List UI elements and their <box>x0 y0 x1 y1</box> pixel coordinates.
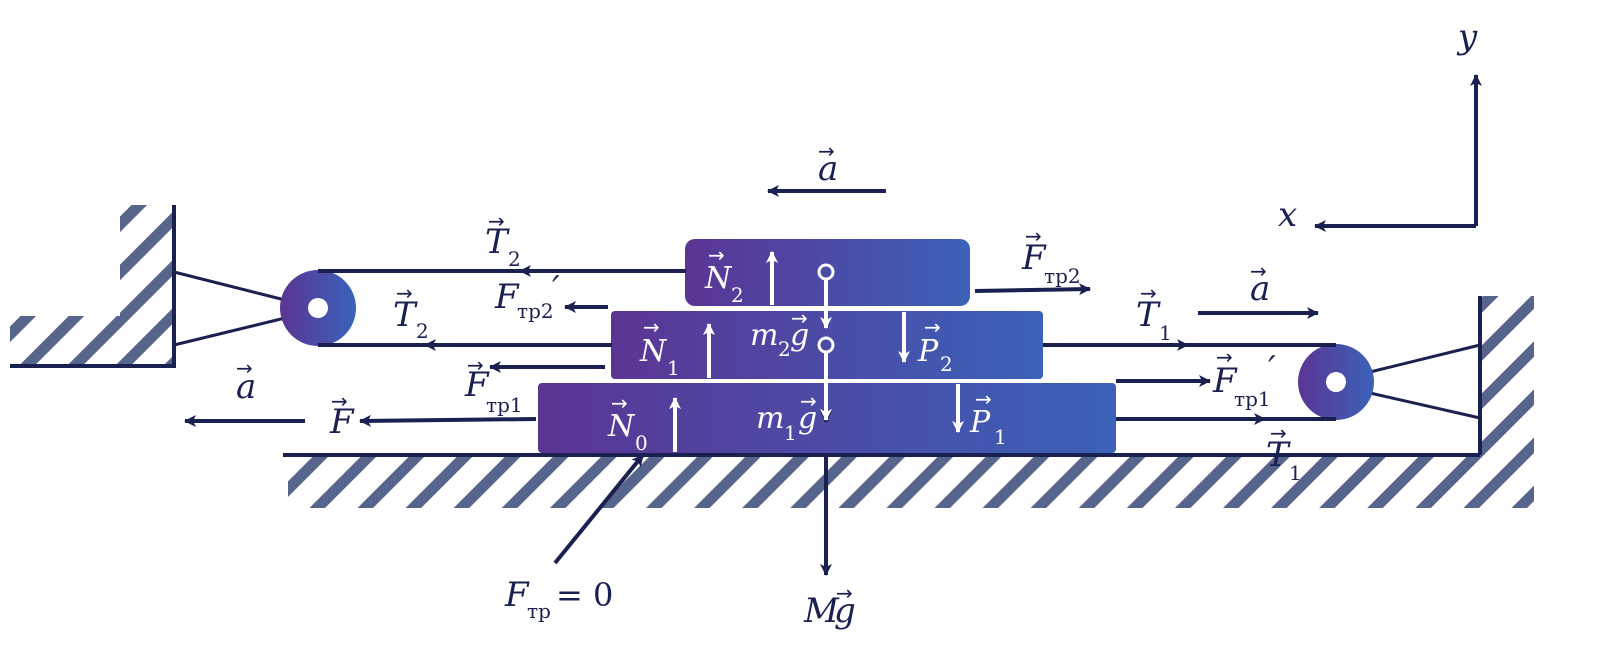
cm-m2-dot <box>817 263 835 281</box>
svg-text:2: 2 <box>508 247 521 271</box>
arrow-F <box>359 414 537 427</box>
label-T1-top: → T 1 <box>1136 281 1172 345</box>
svg-text:T: T <box>485 222 510 262</box>
label-m1g: m 1 → g <box>756 389 817 445</box>
label-a-left: → a <box>236 356 256 407</box>
svg-text:m: m <box>756 401 784 436</box>
label-N0: → N 0 <box>607 391 648 455</box>
svg-text:′: ′ <box>1268 349 1276 389</box>
svg-text:= 0: = 0 <box>556 576 613 614</box>
svg-text:P: P <box>969 405 991 440</box>
svg-text:1: 1 <box>784 421 797 445</box>
svg-text:′: ′ <box>552 269 560 309</box>
label-T2-mid: → T 2 <box>393 281 429 343</box>
svg-text:→: → <box>1216 345 1233 369</box>
left-pulley <box>173 270 356 347</box>
svg-text:→: → <box>331 389 348 413</box>
svg-text:F: F <box>1212 361 1238 401</box>
svg-text:→: → <box>643 315 660 339</box>
label-P1: → P 1 <box>969 387 1007 449</box>
svg-text:T: T <box>1136 295 1161 335</box>
svg-text:→: → <box>1250 259 1267 283</box>
svg-text:1: 1 <box>667 356 680 380</box>
svg-text:m: m <box>750 318 778 353</box>
label-Mg: M → g <box>803 581 856 631</box>
svg-text:P: P <box>917 334 939 369</box>
svg-text:→: → <box>708 243 725 267</box>
svg-text:2: 2 <box>416 319 429 343</box>
svg-text:F: F <box>329 402 355 442</box>
arrow-Ftr-zero <box>553 453 645 565</box>
svg-text:a: a <box>236 367 256 407</box>
svg-text:F: F <box>464 365 490 405</box>
axis-y-label: y <box>1456 17 1478 57</box>
svg-text:N: N <box>704 261 733 296</box>
svg-text:→: → <box>818 139 835 163</box>
block-m2 <box>685 239 970 306</box>
svg-text:→: → <box>1270 421 1287 445</box>
label-Ftr2-prime: F тр2 ′ <box>494 269 560 323</box>
svg-text:→: → <box>975 387 992 411</box>
label-N1: → N 1 <box>639 315 680 380</box>
label-Ftr-zero: F тр = 0 <box>504 575 613 623</box>
label-F: → F <box>329 389 355 442</box>
label-T2-top: → T 2 <box>485 209 521 271</box>
right-wall <box>1478 296 1534 508</box>
axis-x-label: x <box>1278 195 1297 235</box>
svg-text:→: → <box>396 281 413 305</box>
svg-text:0: 0 <box>635 431 648 455</box>
right-pulley <box>1298 343 1481 420</box>
svg-text:T: T <box>393 295 418 335</box>
svg-text:→: → <box>836 581 853 605</box>
svg-text:→: → <box>1140 281 1157 305</box>
svg-text:→: → <box>800 389 817 413</box>
svg-text:1: 1 <box>1159 321 1172 345</box>
left-wall-support <box>10 205 176 368</box>
svg-text:→: → <box>467 353 484 377</box>
svg-text:a: a <box>818 149 838 189</box>
svg-text:F: F <box>494 277 520 317</box>
label-Ftr1-left: → F тр1 <box>464 353 523 417</box>
svg-text:→: → <box>1025 224 1042 248</box>
label-Ftr2-right: → F тр2 <box>1021 224 1081 288</box>
svg-text:→: → <box>924 315 941 339</box>
svg-text:тр2: тр2 <box>1044 264 1081 288</box>
label-P2: → P 2 <box>917 315 953 376</box>
label-a-right: → a <box>1250 259 1270 309</box>
svg-text:→: → <box>791 306 808 330</box>
svg-text:2: 2 <box>778 337 791 361</box>
svg-text:→: → <box>488 209 505 233</box>
svg-text:g: g <box>790 318 809 353</box>
svg-text:g: g <box>834 591 856 631</box>
inner-arrows <box>669 251 964 452</box>
label-a-top: → a <box>818 139 838 189</box>
svg-text:T: T <box>1266 435 1291 475</box>
svg-text:g: g <box>798 401 817 436</box>
block-m1 <box>611 311 1043 379</box>
cm-m1-dot <box>817 336 835 354</box>
svg-text:M: M <box>803 591 840 631</box>
svg-text:N: N <box>607 409 636 444</box>
svg-text:тр1: тр1 <box>1234 387 1271 411</box>
svg-text:→: → <box>611 391 628 415</box>
svg-text:→: → <box>236 356 253 380</box>
arrow-Ftr2-right <box>974 283 1091 296</box>
svg-text:F: F <box>1021 238 1047 278</box>
svg-text:2: 2 <box>940 352 953 376</box>
svg-text:F: F <box>504 575 530 615</box>
label-Ftr1-prime: → F тр1 ′ <box>1212 345 1276 411</box>
svg-text:тр2: тр2 <box>517 299 554 323</box>
label-m2g: m 2 → g <box>750 306 809 361</box>
svg-text:2: 2 <box>731 283 744 307</box>
svg-text:тр: тр <box>527 599 551 623</box>
svg-text:тр1: тр1 <box>486 393 523 417</box>
svg-text:1: 1 <box>994 425 1007 449</box>
floor-surface <box>283 453 1534 508</box>
svg-text:1: 1 <box>1289 461 1302 485</box>
label-T1-bottom: → T 1 <box>1266 421 1302 485</box>
svg-text:a: a <box>1250 269 1270 309</box>
svg-text:N: N <box>639 334 668 369</box>
label-N2: → N 2 <box>704 243 744 307</box>
